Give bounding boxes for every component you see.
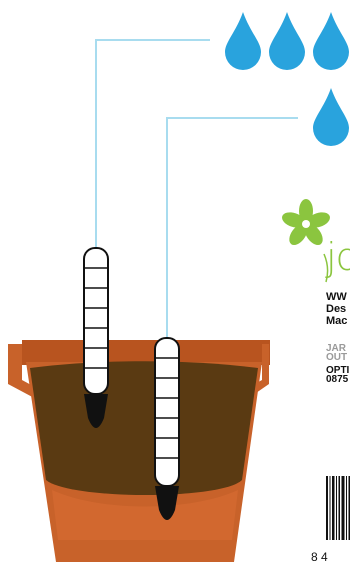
barcode [326,476,350,540]
out-label: OUT [326,353,347,362]
soil-sensor-probe [155,338,179,520]
design-credit: Des [326,304,346,315]
website-url: WW [326,292,347,303]
sensor-lead-line [167,118,298,338]
soil-sensor-probe [84,248,108,428]
phone-number: 0875 [326,375,348,384]
water-drop-icon [313,88,349,146]
flower-pot [8,340,270,562]
made-in-text: Mac [326,316,347,327]
soil [30,361,258,495]
flower-logo-icon [280,199,332,282]
water-drop-icon [313,12,349,70]
brand-logo-text: jo [326,238,350,276]
water-drop-icon [225,12,261,70]
water-drop-icon [269,12,305,70]
water-drops [225,12,349,146]
sensor-lead-line [96,40,210,248]
